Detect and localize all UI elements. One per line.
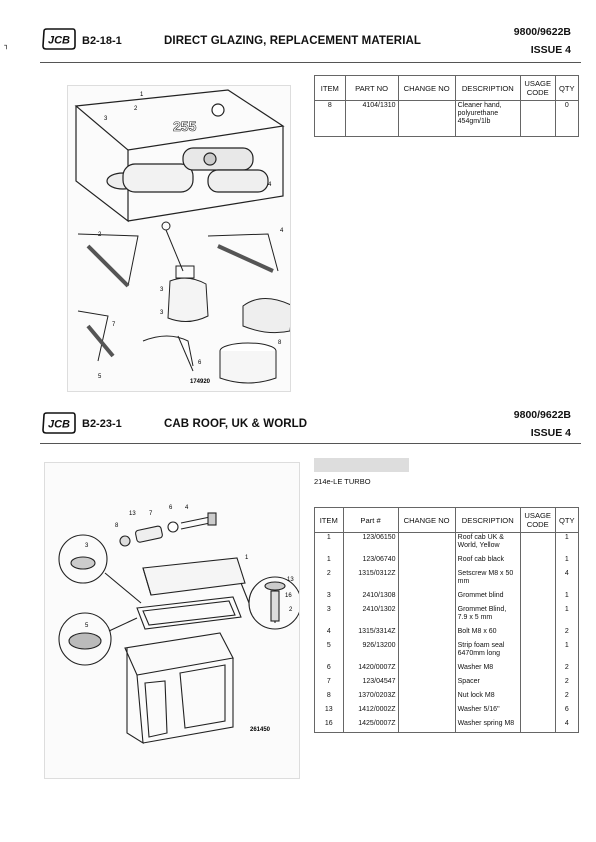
table-row: 13 1412/0002Z Washer 5/16" 6 xyxy=(314,704,580,719)
svg-text:2: 2 xyxy=(98,232,102,238)
table-row: 3 2410/1302 Grommet Blind, 7.9 x 5 mm 1 xyxy=(314,604,580,627)
section-title: CAB ROOF, UK & WORLD xyxy=(164,418,308,430)
svg-text:3: 3 xyxy=(160,287,164,293)
issue-label: ISSUE 4 xyxy=(530,44,571,56)
col-header-part: Part # xyxy=(342,507,399,533)
svg-text:2: 2 xyxy=(289,607,293,613)
svg-text:4: 4 xyxy=(280,228,284,234)
publication-ref: 9800/9622B xyxy=(513,409,571,421)
svg-text:13: 13 xyxy=(129,511,136,517)
svg-text:8: 8 xyxy=(278,340,282,346)
svg-text:4: 4 xyxy=(268,182,272,188)
table-row: 4 1315/3314Z Bolt M8 x 60 2 xyxy=(314,626,580,641)
svg-text:6: 6 xyxy=(169,505,173,511)
svg-text:255: 255 xyxy=(173,118,197,134)
svg-text:JCB: JCB xyxy=(48,419,70,431)
svg-text:5: 5 xyxy=(98,374,102,380)
issue-label: ISSUE 4 xyxy=(530,427,571,439)
figure-number: 261450 xyxy=(250,727,271,733)
svg-text:16: 16 xyxy=(285,593,292,599)
col-header-part: PART NO xyxy=(344,75,399,101)
col-header-item: ITEM xyxy=(314,75,346,101)
table-row: 8 1370/0203Z Nut lock M8 2 xyxy=(314,690,580,705)
svg-text:13: 13 xyxy=(287,577,294,583)
table-row: 16 1425/0007Z Washer spring M8 4 xyxy=(314,718,580,733)
col-header-qty: QTY xyxy=(554,507,580,533)
parts-table: ITEM PART NO CHANGE NO DESCRIPTION USAGE… xyxy=(314,75,580,137)
jcb-logo-icon: JCB xyxy=(42,28,76,50)
cab-roof-illustration: 13 7 6 4 8 1 3 13 16 2 5 261450 xyxy=(44,462,300,779)
table-row: 2 1315/0312Z Setscrew M8 x 50 mm 4 xyxy=(314,568,580,591)
svg-text:3: 3 xyxy=(160,310,164,316)
col-header-description: DESCRIPTION xyxy=(454,507,521,533)
col-header-change: CHANGE NO xyxy=(397,507,456,533)
table-row: 3 2410/1308 Grommet blind 1 xyxy=(314,590,580,605)
col-header-usage: USAGE CODE xyxy=(519,75,556,101)
section-title: DIRECT GLAZING, REPLACEMENT MATERIAL xyxy=(164,35,422,47)
table-row: 1 123/06740 Roof cab black 1 xyxy=(314,554,580,569)
col-header-qty: QTY xyxy=(554,75,580,101)
section-code: B2-23-1 xyxy=(82,418,122,430)
section-code: B2-18-1 xyxy=(82,35,122,47)
svg-text:6: 6 xyxy=(198,360,202,366)
header-rule xyxy=(40,62,581,63)
svg-text:1: 1 xyxy=(140,92,144,98)
svg-text:3: 3 xyxy=(85,543,89,549)
publication-ref: 9800/9622B xyxy=(513,26,571,38)
page-edge-mark: ⌐ xyxy=(1,44,12,50)
col-header-item: ITEM xyxy=(314,507,344,533)
svg-text:JCB: JCB xyxy=(48,35,70,47)
svg-text:7: 7 xyxy=(112,322,116,328)
jcb-logo-icon: JCB xyxy=(42,412,76,434)
parts-table: ITEM Part # CHANGE NO DESCRIPTION USAGE … xyxy=(314,507,580,733)
col-header-description: DESCRIPTION xyxy=(454,75,521,101)
col-header-change: CHANGE NO xyxy=(397,75,456,101)
model-label: 214e-LE TURBO xyxy=(314,477,371,486)
svg-text:4: 4 xyxy=(185,505,189,511)
header-rule xyxy=(40,443,581,444)
glazing-materials-illustration: 255 1 2 3 4 2 3 4 3 7 5 6 8 174920 xyxy=(67,85,291,392)
col-header-usage: USAGE CODE xyxy=(519,507,556,533)
svg-text:8: 8 xyxy=(115,523,119,529)
table-row: 1 123/06150 Roof cab UK & World, Yellow … xyxy=(314,532,580,555)
svg-text:5: 5 xyxy=(85,623,89,629)
svg-text:3: 3 xyxy=(104,116,108,122)
svg-text:7: 7 xyxy=(149,511,153,517)
table-row: 8 4104/1310 Cleaner hand, polyurethane 4… xyxy=(314,100,580,137)
svg-text:1: 1 xyxy=(245,555,249,561)
figure-number: 174920 xyxy=(190,379,211,385)
table-row: 6 1420/0007Z Washer M8 2 xyxy=(314,662,580,677)
model-filter-bar xyxy=(314,458,409,472)
table-row: 5 926/13200 Strip foam seal 6470mm long … xyxy=(314,640,580,663)
svg-text:2: 2 xyxy=(134,106,138,112)
table-row: 7 123/04547 Spacer 2 xyxy=(314,676,580,691)
